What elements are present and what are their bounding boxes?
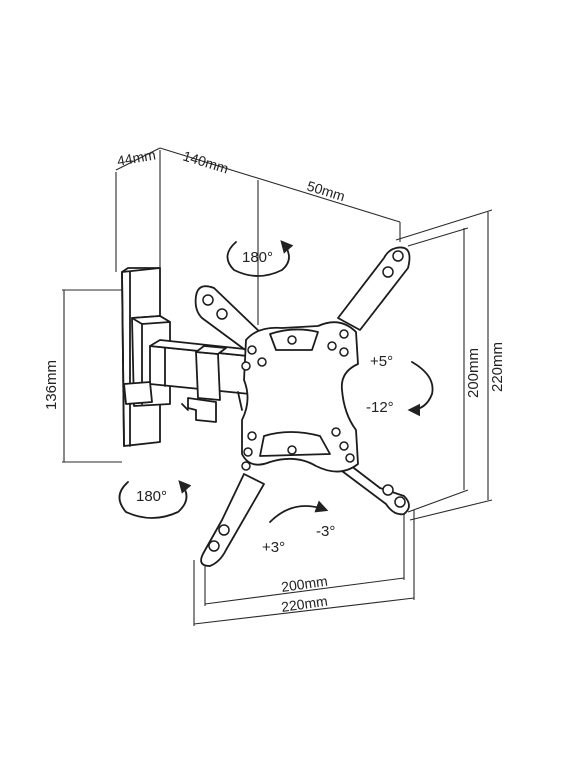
label-220mm-vertical: 220mm: [489, 342, 506, 392]
vesa-screw: [243, 447, 253, 457]
vesa-bracket: [194, 246, 411, 567]
label-44mm: 44mm: [116, 146, 157, 169]
label-200mm-vertical: 200mm: [465, 348, 482, 398]
vesa-screw: [345, 453, 355, 463]
dim-ext-220-bottom: [409, 499, 493, 521]
label-level-plus: +3°: [262, 539, 285, 556]
label-220mm-horizontal: 220mm: [280, 593, 328, 615]
vesa-screw: [327, 341, 337, 351]
vesa-screw: [287, 335, 297, 345]
vesa-hole: [216, 308, 228, 320]
dim-line-44mm: [115, 147, 161, 171]
label-50mm: 50mm: [305, 178, 347, 205]
tilt-arrow: [407, 361, 434, 417]
vesa-screw: [257, 357, 267, 367]
vesa-screw: [247, 345, 257, 355]
label-200mm-horizontal: 200mm: [280, 573, 328, 595]
rotation-arrow-top: [226, 240, 294, 277]
vesa-screw: [241, 361, 251, 371]
dim-ext-200-top: [407, 227, 469, 247]
dimension-lines: [62, 147, 493, 626]
dim-line-140-50: [159, 147, 401, 223]
dim-ext-220-top: [395, 209, 493, 241]
label-swivel-bottom: 180°: [136, 488, 167, 505]
label-tilt-down: -12°: [366, 399, 394, 416]
vesa-screw: [287, 445, 297, 455]
vesa-screw: [339, 347, 349, 357]
label-tilt-up: +5°: [370, 353, 393, 370]
vesa-hole: [392, 250, 404, 262]
vesa-screw: [339, 329, 349, 339]
rotation-arrows: [118, 240, 434, 523]
vesa-screw: [241, 461, 251, 471]
label-136mm: 136mm: [43, 360, 60, 410]
swing-arm: [123, 315, 255, 423]
vesa-hole: [394, 496, 406, 508]
vesa-hole: [382, 266, 394, 278]
vesa-hole: [382, 484, 394, 496]
vesa-screw: [339, 441, 349, 451]
vesa-hole: [202, 294, 214, 306]
dim-ext-200-bottom: [407, 489, 469, 513]
level-arrow: [269, 500, 329, 523]
label-140mm: 140mm: [181, 148, 230, 177]
vesa-screw: [247, 431, 257, 441]
label-swivel-top: 180°: [242, 249, 273, 266]
vesa-hole: [208, 540, 220, 552]
rotation-arrow-bottom: [118, 480, 192, 519]
vesa-screw: [331, 427, 341, 437]
vesa-hole: [218, 524, 230, 536]
dim-line-200mm-h: [204, 577, 405, 605]
dim-line-220mm-h: [193, 597, 415, 625]
label-level-minus: -3°: [316, 523, 335, 540]
